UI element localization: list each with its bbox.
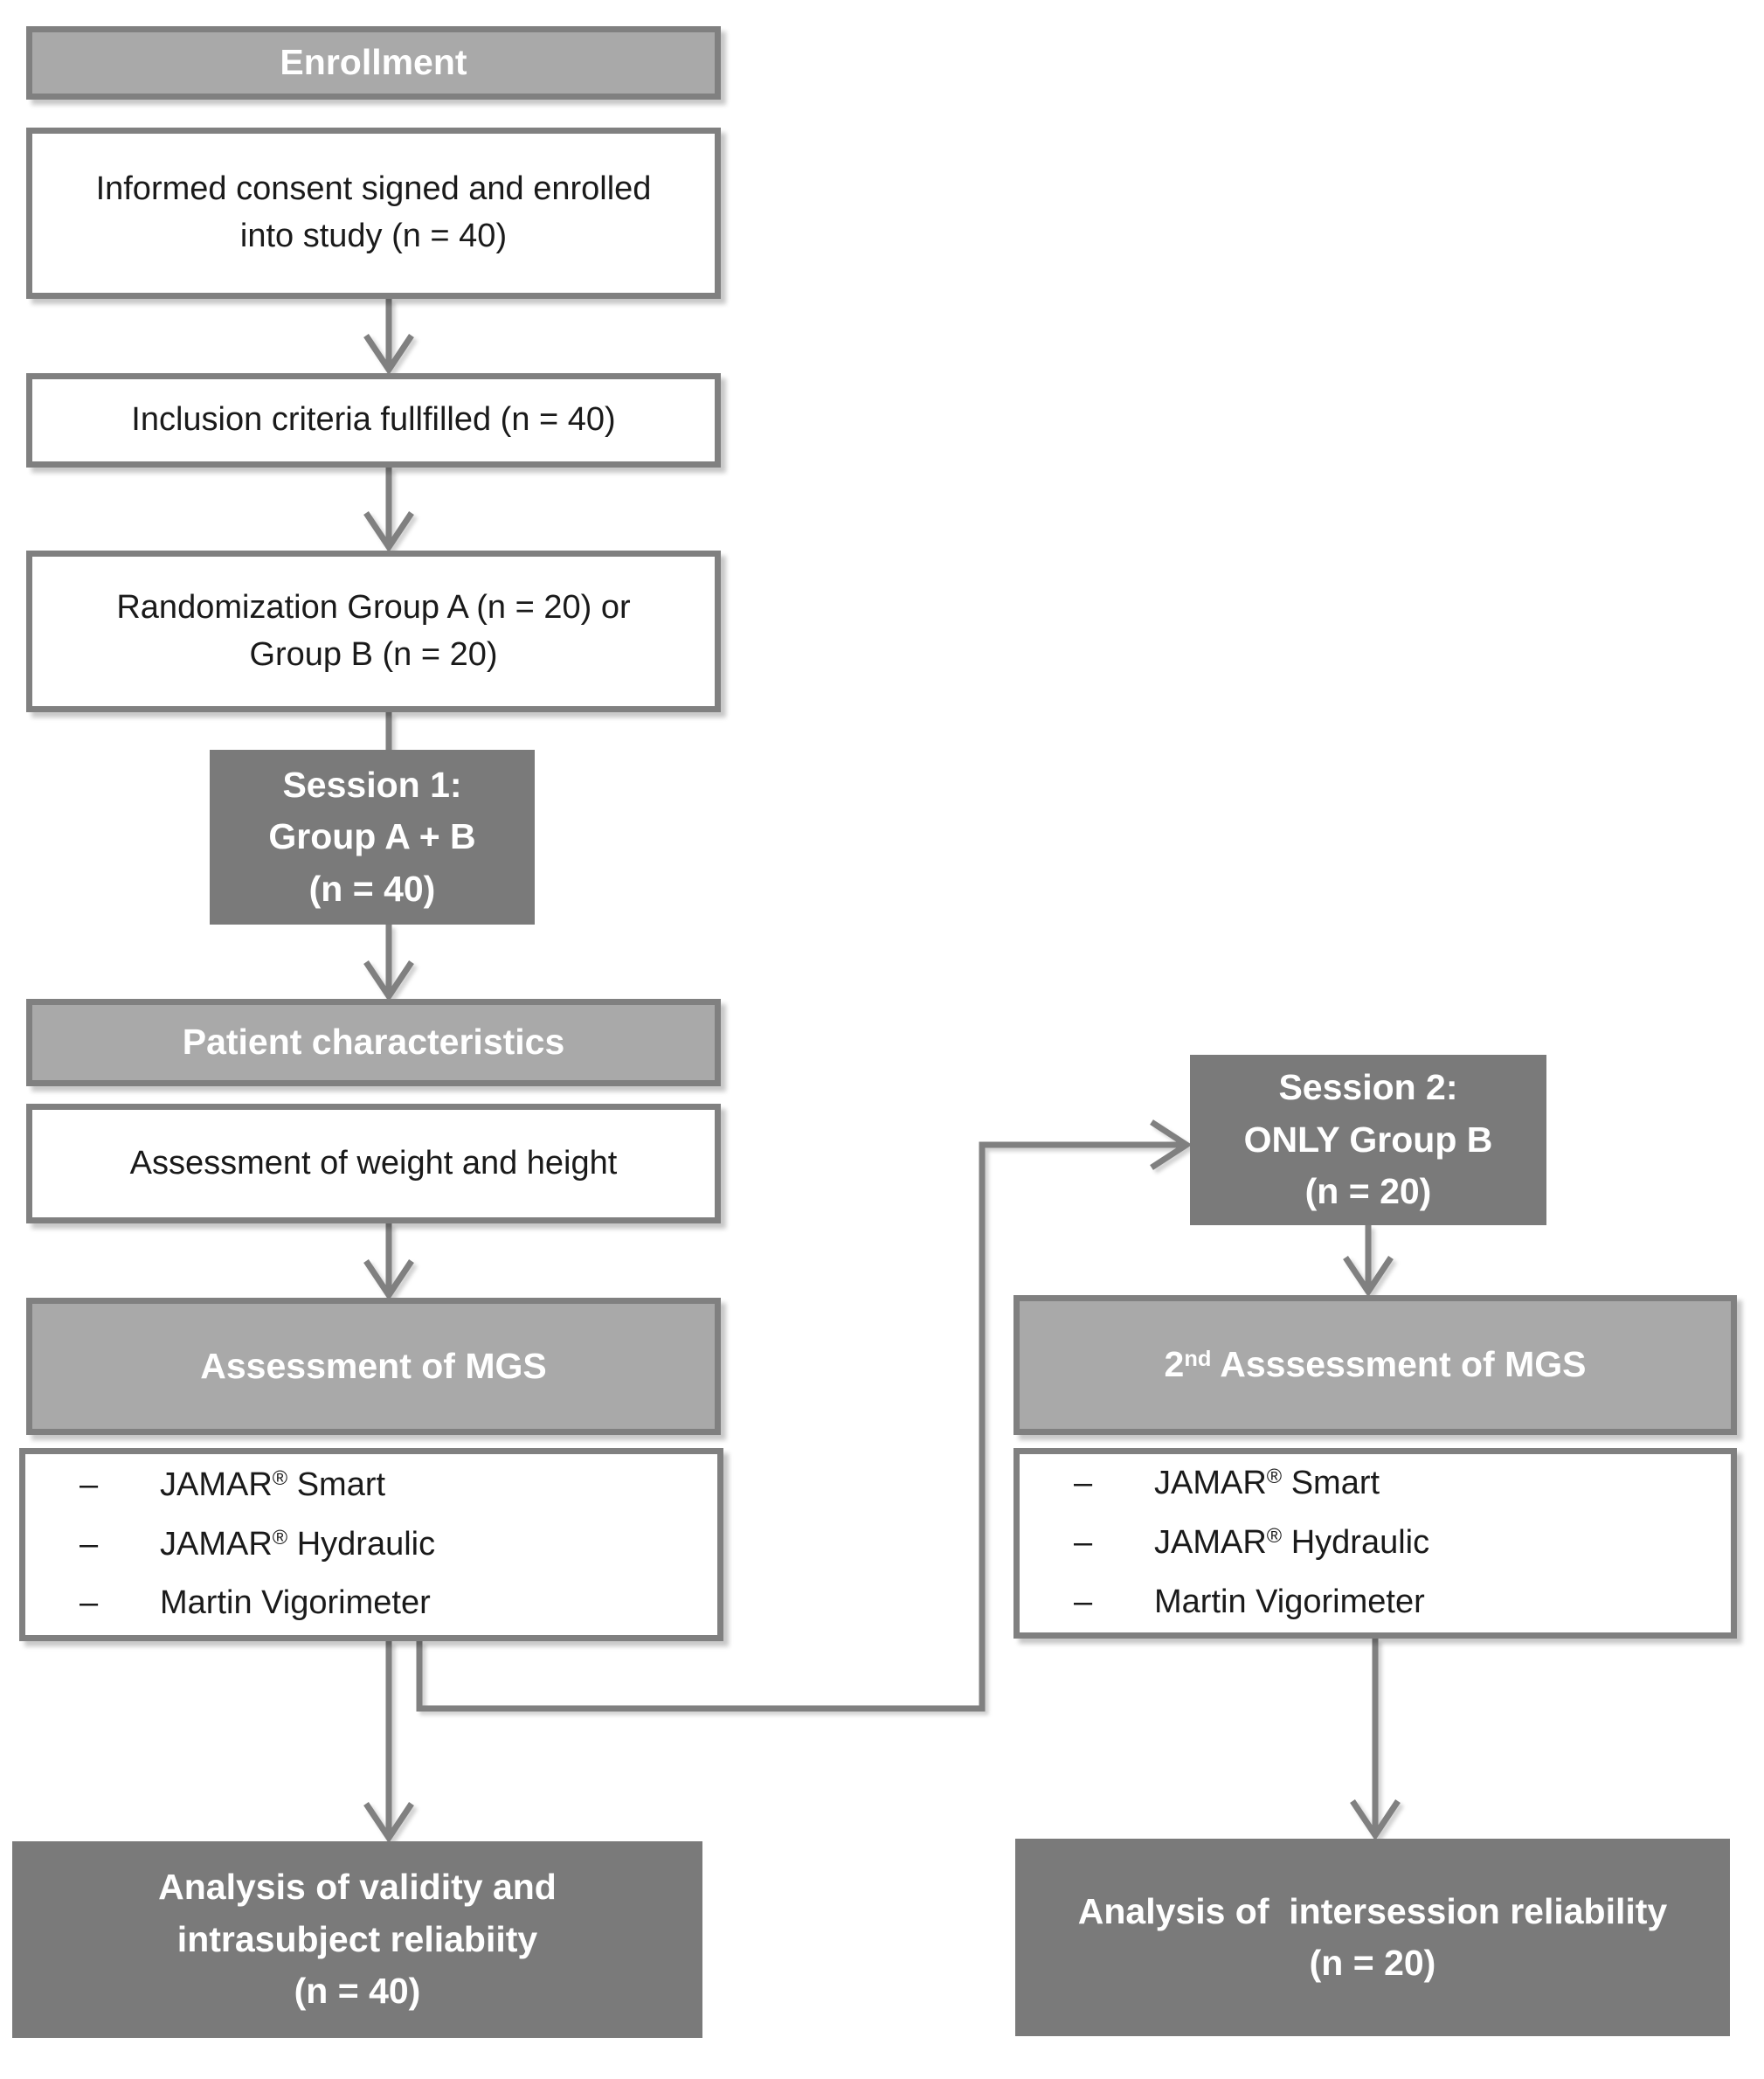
dash-bullet: –	[80, 1466, 99, 1503]
arrowhead-instruments2-to-analysis2	[1350, 1799, 1401, 1841]
assessment-mgs-2nd-header: 2nd Asssessment of MGS	[1013, 1295, 1737, 1435]
list-item-label: JAMAR® Smart	[160, 1466, 386, 1503]
list-item: – Martin Vigorimeter	[1074, 1579, 1429, 1626]
instruments-session2-box: – JAMAR® Smart – JAMAR® Hydraulic – Mart…	[1013, 1448, 1737, 1639]
assessment-mgs-header: Assessment of MGS	[26, 1298, 721, 1435]
inclusion-criteria-box: Inclusion criteria fullfilled (n = 40)	[26, 373, 721, 468]
list-item: – JAMAR® Hydraulic	[1074, 1520, 1429, 1567]
assessment-mgs-label: Assessment of MGS	[200, 1345, 547, 1386]
arrowhead-instruments1-to-analysis1	[363, 1802, 414, 1844]
registered-mark: ®	[1266, 1465, 1283, 1488]
registered-mark: ®	[272, 1466, 288, 1489]
analysis-validity-box: Analysis of validity and intrasubject re…	[12, 1841, 702, 2038]
arrowhead-consent-to-inclusion	[363, 334, 414, 376]
ordinal-superscript: nd	[1184, 1346, 1212, 1371]
randomization-text: Randomization Group A (n = 20) or Group …	[116, 588, 631, 673]
analysis-intersession-box: Analysis of intersession reliability (n …	[1015, 1839, 1730, 2036]
list-item-label: JAMAR® Smart	[1154, 1465, 1380, 1502]
list-item-label: Martin Vigorimeter	[160, 1584, 431, 1622]
dash-bullet: –	[80, 1584, 99, 1622]
instruments-session1-list: – JAMAR® Smart – JAMAR® Hydraulic – Mart…	[25, 1462, 435, 1628]
list-item: – Martin Vigorimeter	[80, 1580, 435, 1627]
instruments-session1-box: – JAMAR® Smart – JAMAR® Hydraulic – Mart…	[19, 1448, 723, 1641]
instruments-session2-list: – JAMAR® Smart – JAMAR® Hydraulic – Mart…	[1020, 1460, 1429, 1626]
inclusion-criteria-text: Inclusion criteria fullfilled (n = 40)	[131, 401, 616, 439]
arrowhead-inclusion-to-randomization	[363, 511, 414, 553]
session2-box: Session 2: ONLY Group B (n = 20)	[1190, 1055, 1546, 1225]
list-item-label: Martin Vigorimeter	[1154, 1583, 1425, 1620]
session1-text: Session 1: Group A + B (n = 40)	[268, 764, 476, 909]
weight-height-text: Assessment of weight and height	[129, 1144, 618, 1182]
patient-characteristics-label: Patient characteristics	[182, 1022, 565, 1063]
registered-mark: ®	[1266, 1524, 1283, 1548]
informed-consent-box: Informed consent signed and enrolled int…	[26, 128, 721, 299]
informed-consent-text: Informed consent signed and enrolled int…	[95, 170, 652, 254]
dash-bullet: –	[1074, 1465, 1093, 1502]
arrowhead-weight-to-mgs	[363, 1259, 414, 1301]
analysis-intersession-text: Analysis of intersession reliability (n …	[1077, 1890, 1668, 1983]
list-item: – JAMAR® Hydraulic	[80, 1521, 435, 1569]
dash-bullet: –	[1074, 1583, 1093, 1620]
arrowhead-into-session2	[1150, 1119, 1193, 1170]
patient-characteristics-header: Patient characteristics	[26, 999, 721, 1086]
list-item: – JAMAR® Smart	[80, 1462, 435, 1509]
analysis-validity-text: Analysis of validity and intrasubject re…	[158, 1867, 557, 2012]
session2-text: Session 2: ONLY Group B (n = 20)	[1243, 1067, 1493, 1212]
list-item: – JAMAR® Smart	[1074, 1460, 1429, 1507]
enrollment-header: Enrollment	[26, 26, 721, 100]
assessment-mgs-2nd-label: 2nd Asssessment of MGS	[1164, 1344, 1587, 1385]
randomization-box: Randomization Group A (n = 20) or Group …	[26, 551, 721, 712]
enrollment-header-label: Enrollment	[280, 42, 467, 83]
session1-box: Session 1: Group A + B (n = 40)	[210, 750, 535, 925]
arrowhead-session1-to-patient	[363, 960, 414, 1002]
list-item-label: JAMAR® Hydraulic	[1154, 1524, 1430, 1562]
list-item-label: JAMAR® Hydraulic	[160, 1525, 436, 1563]
arrowhead-session2-to-mgs2	[1343, 1256, 1394, 1298]
dash-bullet: –	[80, 1525, 99, 1563]
connector-instruments1-to-session2	[416, 1141, 1185, 1712]
weight-height-box: Assessment of weight and height	[26, 1104, 721, 1223]
dash-bullet: –	[1074, 1524, 1093, 1562]
registered-mark: ®	[272, 1525, 288, 1549]
